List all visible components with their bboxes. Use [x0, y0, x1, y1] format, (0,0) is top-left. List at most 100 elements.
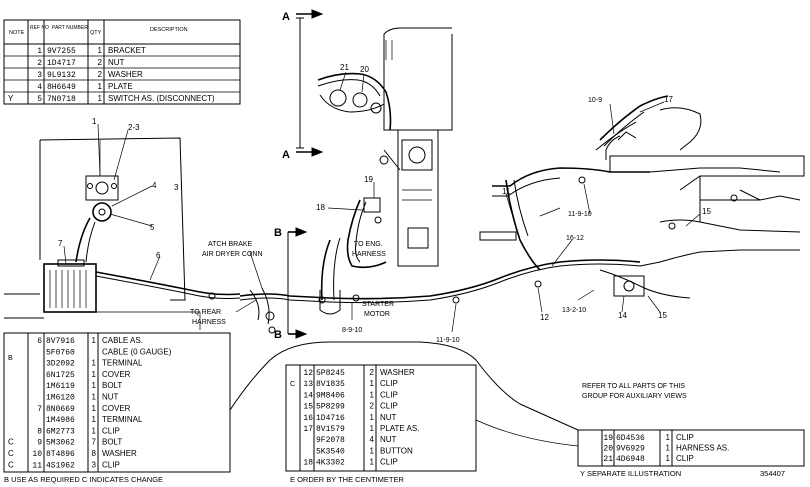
- callout-5: 5: [150, 223, 155, 232]
- table-cell-part: 1D4716: [316, 414, 345, 423]
- header-qty: QTY: [90, 30, 102, 36]
- table-cell-part: 4D6948: [616, 455, 645, 464]
- table-cell-qty: 1: [370, 424, 375, 433]
- section-view-a: [296, 17, 453, 267]
- table-cell-part: 9V6929: [616, 445, 645, 454]
- note-tq-rear: TQ REAR: [190, 309, 221, 316]
- table-cell-part: 5M3062: [46, 439, 75, 448]
- center-harness: [239, 197, 641, 334]
- table-cell-desc: BOLT: [102, 381, 122, 390]
- section-label-a-bottom: A: [282, 149, 290, 161]
- table-cell-desc: CLIP: [380, 390, 398, 399]
- table-cell-ref: 9: [37, 439, 42, 448]
- table-cell-desc: CLIP: [102, 426, 120, 435]
- table-cell-qty: 1: [92, 381, 97, 390]
- table-cell-ref: 8: [37, 427, 42, 436]
- table-cell-desc: PLATE: [108, 82, 133, 91]
- table-cell-qty: 2: [98, 70, 103, 79]
- callout-4: 4: [152, 181, 157, 190]
- table-cell-ref: 11: [32, 461, 42, 470]
- disconnect-switch: [92, 202, 112, 222]
- header-desc: DESCRIPTION: [150, 27, 188, 33]
- callout-8-9-10: 8-9-10: [342, 327, 362, 334]
- frame-curves: [229, 341, 579, 447]
- callout-6: 6: [156, 251, 161, 260]
- table-cell-ref: 21: [603, 455, 613, 464]
- table-cell-desc: HARNESS AS.: [676, 444, 729, 453]
- table-cell-qty: 1: [370, 379, 375, 388]
- callout-20: 20: [360, 65, 369, 74]
- table-cell-desc: TERMINAL: [102, 359, 143, 368]
- table-cell-part: 1M6119: [46, 382, 75, 391]
- table-cell-qty: 1: [370, 390, 375, 399]
- table-cell-desc: NUT: [380, 435, 397, 444]
- footer: B USE AS REQUIRED C INDICATES CHANGE E O…: [4, 469, 785, 484]
- parts-table-top: NOTE REF NO PART NUMBER QTY DESCRIPTION: [3, 19, 241, 105]
- table-cell-qty: 1: [666, 433, 671, 442]
- table-cell-ref: 10: [32, 450, 42, 459]
- callout-labels: 1 2-3 4 3 5 7 6 8-9-10 18 19 21 20 10-9 …: [58, 63, 711, 344]
- table-cell-ref: 13: [303, 380, 313, 389]
- callout-11-9-10-upper: 11-9-10: [568, 211, 592, 218]
- figure-number: 354407: [760, 469, 785, 478]
- table-cell-qty: 1: [370, 413, 375, 422]
- main-harness: [239, 259, 641, 300]
- table-cell-desc: COVER: [102, 404, 131, 413]
- table-cell-qty: 1: [98, 82, 103, 91]
- table-cell-ref: 4: [37, 83, 42, 92]
- note-harness-eng: HARNESS: [352, 251, 386, 258]
- table-cell-part: 9F2078: [316, 436, 345, 445]
- table-cell-part: 5P8299: [316, 403, 345, 412]
- note-refer-1: REFER TO ALL PARTS OF THIS: [582, 383, 685, 390]
- callout-2-3: 2-3: [128, 123, 140, 132]
- table-cell-part: 8N0669: [46, 405, 75, 414]
- table-cell-part: 4K3302: [316, 459, 345, 468]
- note-refer-2: GROUP FOR AUXILIARY VIEWS: [582, 393, 687, 400]
- table-cell-ref: 1: [37, 47, 42, 56]
- table-cell-part: 3D2092: [46, 360, 75, 369]
- table-cell-desc: WASHER: [108, 70, 143, 79]
- callout-10-9: 10-9: [588, 97, 602, 104]
- table-cell-qty: 7: [92, 438, 97, 447]
- table-cell-part: 8H6649: [47, 83, 76, 92]
- section-label-b-top: B: [274, 227, 282, 239]
- callout-leaders: [63, 71, 701, 333]
- callout-11: 11: [502, 187, 511, 196]
- note-rear-harness: HARNESS: [192, 319, 226, 326]
- bracket-plate: [85, 175, 119, 201]
- table-cell-desc: SWITCH AS. (DISCONNECT): [108, 94, 215, 103]
- callout-12: 12: [540, 313, 549, 322]
- table-cell-ref: 18: [303, 459, 313, 468]
- table-cell-part: 8V7916: [46, 337, 75, 346]
- table-cell-part: 9V7255: [47, 47, 76, 56]
- table-cell-qty: 1: [92, 336, 97, 345]
- table-cell-note: Y: [8, 94, 14, 103]
- table-cell-desc: CLIP: [102, 460, 120, 469]
- table-cell-note: C: [8, 438, 14, 447]
- table-cell-note: C: [8, 460, 14, 469]
- table-cell-ref: 6: [37, 337, 42, 346]
- callout-14: 14: [618, 311, 627, 320]
- table-cell-qty: 3: [92, 460, 97, 469]
- table-cell-ref: 2: [37, 59, 42, 68]
- table-cell-desc: CLIP: [380, 402, 398, 411]
- table-cell-qty: 1: [92, 426, 97, 435]
- table-cell-part: 1D4717: [47, 59, 76, 68]
- battery-cable: [95, 271, 241, 296]
- table-cell-part: 6N1725: [46, 371, 75, 380]
- table-cell-ref: 19: [603, 434, 613, 443]
- annotations: ATCH BRAKE AIR DRYER CONN TO ENG. HARNES…: [190, 241, 687, 400]
- table-cell-part: 5K3540: [316, 447, 345, 456]
- note-air-dryer: AIR DRYER CONN: [202, 251, 263, 258]
- table-cell-ref: 16: [303, 414, 313, 423]
- callout-1: 1: [92, 117, 97, 126]
- table-cell-part: 5P8245: [316, 369, 345, 378]
- callout-19: 19: [364, 175, 373, 184]
- table-cell-part: 6M2773: [46, 427, 75, 436]
- mid-table-side-note: C: [290, 381, 295, 388]
- table-cell-qty: 1: [92, 393, 97, 402]
- table-cell-desc: CLIP: [380, 458, 398, 467]
- table-cell-desc: BOLT: [102, 438, 122, 447]
